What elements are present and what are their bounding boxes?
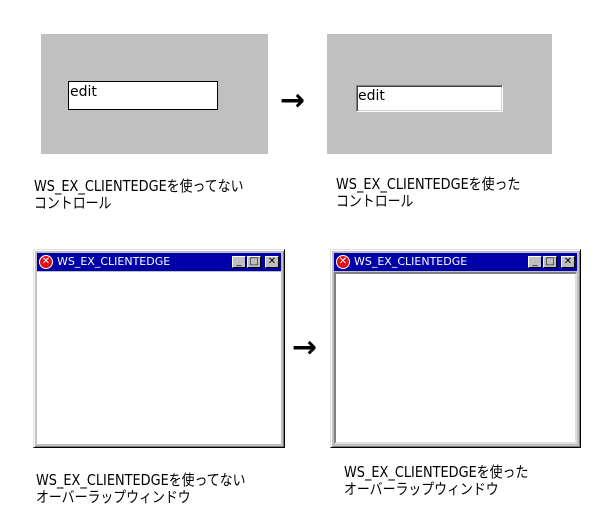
window-title: WS_EX_CLIENTEDGE xyxy=(354,255,468,268)
caption-line: コントロール xyxy=(336,192,414,210)
error-icon: ✕ xyxy=(39,255,53,269)
control-panel-before: edit xyxy=(41,34,268,154)
caption-control-after: WS_EX_CLIENTEDGEを使った コントロール xyxy=(336,176,520,210)
control-panel-after: edit xyxy=(327,34,552,154)
caption-window-after: WS_EX_CLIENTEDGEを使った オーバーラップウィンドウ xyxy=(344,464,528,498)
maximize-button[interactable]: □ xyxy=(247,256,261,268)
caption-line: WS_EX_CLIENTEDGEを使った xyxy=(336,175,521,193)
title-bar[interactable]: ✕ WS_EX_CLIENTEDGE _ □ ✕ xyxy=(37,253,281,271)
caption-line: オーバーラップウィンドウ xyxy=(36,488,191,506)
window-after: ✕ WS_EX_CLIENTEDGE _ □ ✕ xyxy=(330,249,581,448)
caption-window-before: WS_EX_CLIENTEDGEを使ってない オーバーラップウィンドウ xyxy=(36,472,246,506)
close-button[interactable]: ✕ xyxy=(561,256,575,268)
window-before: ✕ WS_EX_CLIENTEDGE _ □ ✕ xyxy=(33,249,285,448)
caption-control-before: WS_EX_CLIENTEDGEを使ってない コントロール xyxy=(34,178,244,212)
edit-control-clientedge[interactable]: edit xyxy=(356,85,503,112)
window-title: WS_EX_CLIENTEDGE xyxy=(57,255,171,268)
maximize-button[interactable]: □ xyxy=(543,256,557,268)
error-icon: ✕ xyxy=(336,255,350,269)
caption-line: オーバーラップウィンドウ xyxy=(344,480,499,498)
caption-line: コントロール xyxy=(34,194,112,212)
arrow-icon: → xyxy=(280,83,306,118)
title-bar[interactable]: ✕ WS_EX_CLIENTEDGE _ □ ✕ xyxy=(334,253,577,271)
client-area[interactable] xyxy=(334,272,577,444)
edit-control-flat[interactable]: edit xyxy=(68,81,218,110)
minimize-button[interactable]: _ xyxy=(528,256,542,268)
arrow-icon: → xyxy=(292,330,318,365)
minimize-button[interactable]: _ xyxy=(232,256,246,268)
client-area[interactable] xyxy=(37,272,281,444)
caption-line: WS_EX_CLIENTEDGEを使ってない xyxy=(36,471,246,489)
caption-line: WS_EX_CLIENTEDGEを使ってない xyxy=(34,177,244,195)
close-button[interactable]: ✕ xyxy=(265,256,279,268)
caption-line: WS_EX_CLIENTEDGEを使った xyxy=(344,463,529,481)
